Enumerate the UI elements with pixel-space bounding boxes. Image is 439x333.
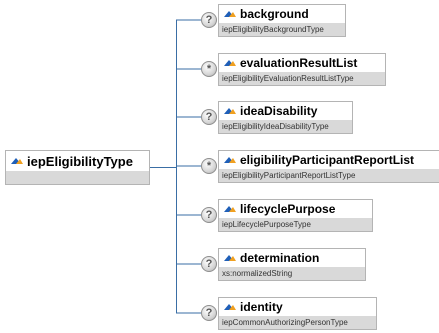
child-element-box[interactable]: evaluationResultList iepEligibilityEvalua… <box>218 53 386 86</box>
element-type: iepCommonAuthorizingPersonType <box>219 316 376 329</box>
element-icon <box>11 158 23 164</box>
child-element-box[interactable]: eligibilityParticipantReportList iepEligi… <box>218 150 439 183</box>
root-element-box[interactable]: iepEligibilityType <box>5 150 150 185</box>
element-icon <box>224 304 236 310</box>
element-icon <box>224 255 236 261</box>
element-icon <box>224 157 236 163</box>
occurrence-optional-icon: ? <box>201 12 217 28</box>
child-element-box[interactable]: lifecyclePurpose iepLifecyclePurposeType <box>218 199 373 232</box>
element-type: iepEligibilityEvaluationResultListType <box>219 72 385 85</box>
element-type: iepEligibilityBackgroundType <box>219 23 345 36</box>
child-element-box[interactable]: identity iepCommonAuthorizingPersonType <box>218 297 377 330</box>
child-element-box[interactable]: ideaDisability iepEligibilityIdeaDisabili… <box>218 101 353 134</box>
element-type: xs:normalizedString <box>219 267 365 280</box>
root-type-bar <box>6 171 149 184</box>
root-element-name: iepEligibilityType <box>27 153 133 169</box>
element-icon <box>224 108 236 114</box>
element-name: ideaDisability <box>240 104 318 118</box>
child-element-box[interactable]: determination xs:normalizedString <box>218 248 366 281</box>
occurrence-many-icon: * <box>201 158 217 174</box>
child-element-box[interactable]: background iepEligibilityBackgroundType <box>218 4 346 37</box>
element-icon <box>224 60 236 66</box>
occurrence-optional-icon: ? <box>201 207 217 223</box>
element-type: iepEligibilityParticipantReportListType <box>219 169 439 182</box>
element-icon <box>224 206 236 212</box>
element-name: eligibilityParticipantReportList <box>240 153 415 167</box>
occurrence-optional-icon: ? <box>201 109 217 125</box>
element-name: identity <box>240 300 283 314</box>
element-icon <box>224 11 236 17</box>
occurrence-many-icon: * <box>201 61 217 77</box>
element-name: background <box>240 7 309 21</box>
occurrence-optional-icon: ? <box>201 305 217 321</box>
element-name: evaluationResultList <box>240 56 358 70</box>
occurrence-optional-icon: ? <box>201 256 217 272</box>
element-name: determination <box>240 251 320 265</box>
element-name: lifecyclePurpose <box>240 202 336 216</box>
element-type: iepLifecyclePurposeType <box>219 218 372 231</box>
element-type: iepEligibilityIdeaDisabilityType <box>219 120 352 133</box>
